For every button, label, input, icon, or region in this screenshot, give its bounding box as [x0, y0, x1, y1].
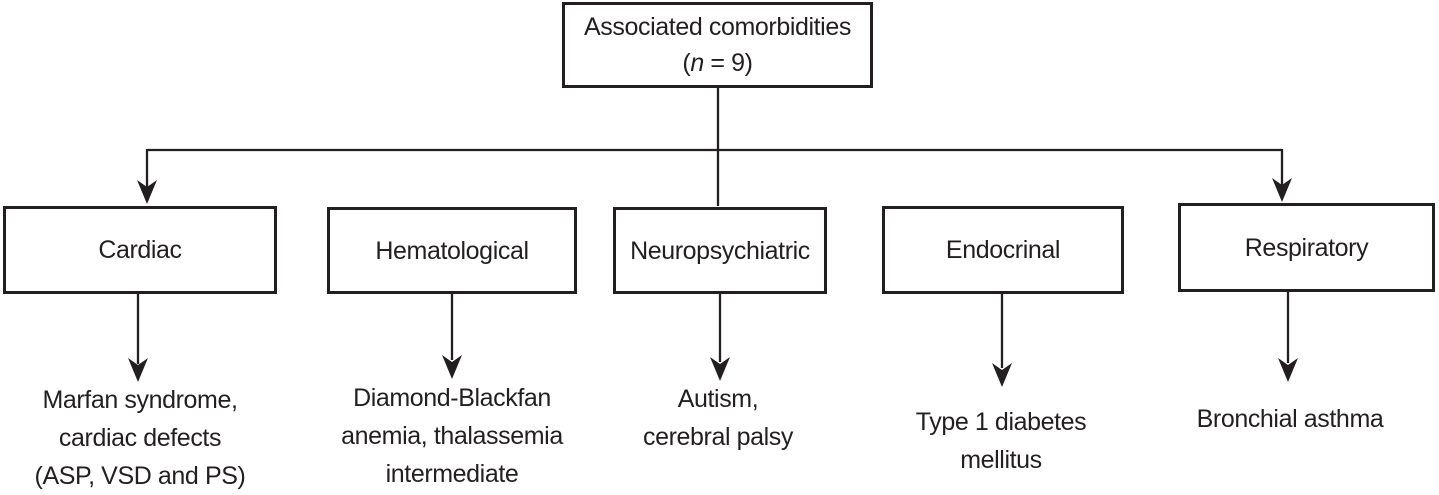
detail-line: cardiac defects	[58, 424, 222, 452]
detail-line: (ASP, VSD and PS)	[34, 462, 246, 490]
detail-line: Diamond-Blackfan	[353, 384, 551, 412]
detail-line: cerebral palsy	[642, 423, 794, 451]
root-box-title: Associated comorbidities	[584, 13, 851, 41]
category-label: Endocrinal	[945, 236, 1061, 264]
category-label: Neuropsychiatric	[630, 236, 810, 265]
count-n-variable: n	[690, 49, 704, 77]
arrowhead-respiratory-top	[1272, 178, 1292, 202]
category-label: Respiratory	[1244, 233, 1369, 262]
count-value: = 9)	[703, 49, 753, 77]
detail-line: intermediate	[385, 460, 519, 488]
neuropsychiatric-detail-text: Autism, cerebral palsy	[643, 380, 793, 456]
detail-line: anemia, thalassemia	[341, 422, 563, 450]
endocrinal-detail-text: Type 1 diabetes mellitus	[916, 403, 1087, 479]
cardiac-detail-text: Marfan syndrome, cardiac defects (ASP, V…	[35, 381, 246, 495]
category-box-endocrinal: Endocrinal	[882, 206, 1124, 294]
hematological-detail-text: Diamond-Blackfan anemia, thalassemia int…	[341, 379, 563, 493]
arrowhead-respiratory-detail	[1278, 358, 1298, 382]
category-box-respiratory: Respiratory	[1178, 203, 1435, 292]
category-label: Hematological	[375, 236, 529, 265]
detail-line: Marfan syndrome,	[42, 386, 238, 414]
arrowhead-cardiac-top	[137, 180, 157, 204]
category-box-hematological: Hematological	[327, 207, 577, 294]
root-box-associated-comorbidities: Associated comorbidities (n = 9)	[562, 2, 873, 88]
arrowhead-hematological-detail	[442, 355, 462, 379]
category-label: Cardiac	[98, 236, 182, 264]
category-box-neuropsychiatric: Neuropsychiatric	[613, 207, 827, 294]
category-box-cardiac: Cardiac	[3, 206, 277, 294]
count-open-paren: (	[682, 49, 691, 77]
arrowhead-neuropsychiatric-detail	[710, 357, 730, 381]
detail-line: Type 1 diabetes	[915, 408, 1087, 436]
detail-line: Bronchial asthma	[1196, 405, 1384, 433]
arrowhead-cardiac-detail	[128, 358, 148, 382]
respiratory-detail-text: Bronchial asthma	[1197, 400, 1384, 438]
arrowhead-endocrinal-detail	[992, 363, 1012, 387]
detail-line: mellitus	[960, 446, 1042, 474]
detail-line: Autism,	[677, 385, 759, 413]
root-box-count: (n = 9)	[682, 45, 753, 81]
